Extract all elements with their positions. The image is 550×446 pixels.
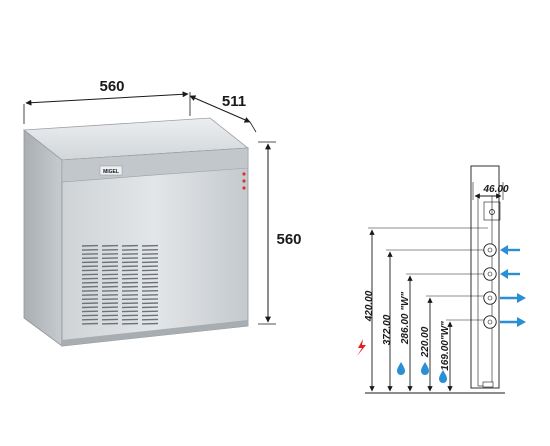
grille-column (81, 244, 99, 325)
ice-machine: MIGEL (22, 117, 250, 347)
outlet-arrow-icon (500, 317, 526, 327)
brand-plate (99, 165, 123, 176)
dim-label-drain-w: 169.00"W" (440, 321, 451, 371)
connection-port (483, 267, 497, 281)
connection-port (483, 291, 497, 305)
rear-panel-outline (470, 165, 500, 389)
rear-panel-bracket (483, 201, 501, 221)
vertical-dimension (368, 227, 488, 392)
outlet-arrow-icon (500, 293, 526, 303)
dim-label-water-inlet: 372.00 (382, 314, 393, 345)
indicator-light (242, 172, 246, 176)
water-drop-icon (439, 370, 447, 383)
rear-panel-inner (477, 195, 493, 387)
brand-logo: MIGEL (103, 169, 119, 175)
grille-column (141, 244, 159, 325)
connection-port (483, 315, 497, 329)
height-dimension: 560 (258, 141, 302, 325)
dim-label-water-inlet-w: 286.00 "W" (400, 292, 411, 346)
inlet-arrow-icon (500, 245, 520, 255)
vertical-dimension (426, 295, 488, 392)
vertical-dimension (446, 319, 488, 392)
water-drop-icon (397, 362, 405, 375)
fixing-hole (489, 209, 495, 215)
depth-dimension: 511 (189, 93, 257, 133)
height-label: 560 (276, 231, 301, 248)
dim-label-electric: 420.00 (364, 290, 375, 322)
indicator-light (242, 179, 246, 183)
width-dimension: 560 (23, 78, 191, 124)
connector-group (368, 227, 526, 392)
electric-bolt-icon (357, 339, 366, 356)
vertical-dimension (406, 273, 488, 392)
connection-diagram: 46.00 420.00 372.00 286.00 "W" 220.00 16… (357, 165, 526, 394)
top-offset-label: 46.00 (482, 184, 508, 195)
indicator-light (242, 186, 246, 190)
inlet-arrow-icon (500, 269, 520, 279)
machine-side-panel (23, 129, 63, 347)
grille-column (101, 244, 119, 325)
width-label: 560 (99, 78, 124, 95)
vent-grille (81, 244, 159, 325)
connection-port (483, 243, 497, 257)
machine-base-shade (62, 320, 248, 346)
dim-label-drain: 220.00 (420, 326, 431, 358)
water-drop-icon (421, 362, 429, 375)
base-foot (482, 381, 494, 388)
grille-column (121, 244, 139, 325)
depth-label: 511 (222, 93, 246, 110)
vertical-dimension (386, 249, 488, 392)
